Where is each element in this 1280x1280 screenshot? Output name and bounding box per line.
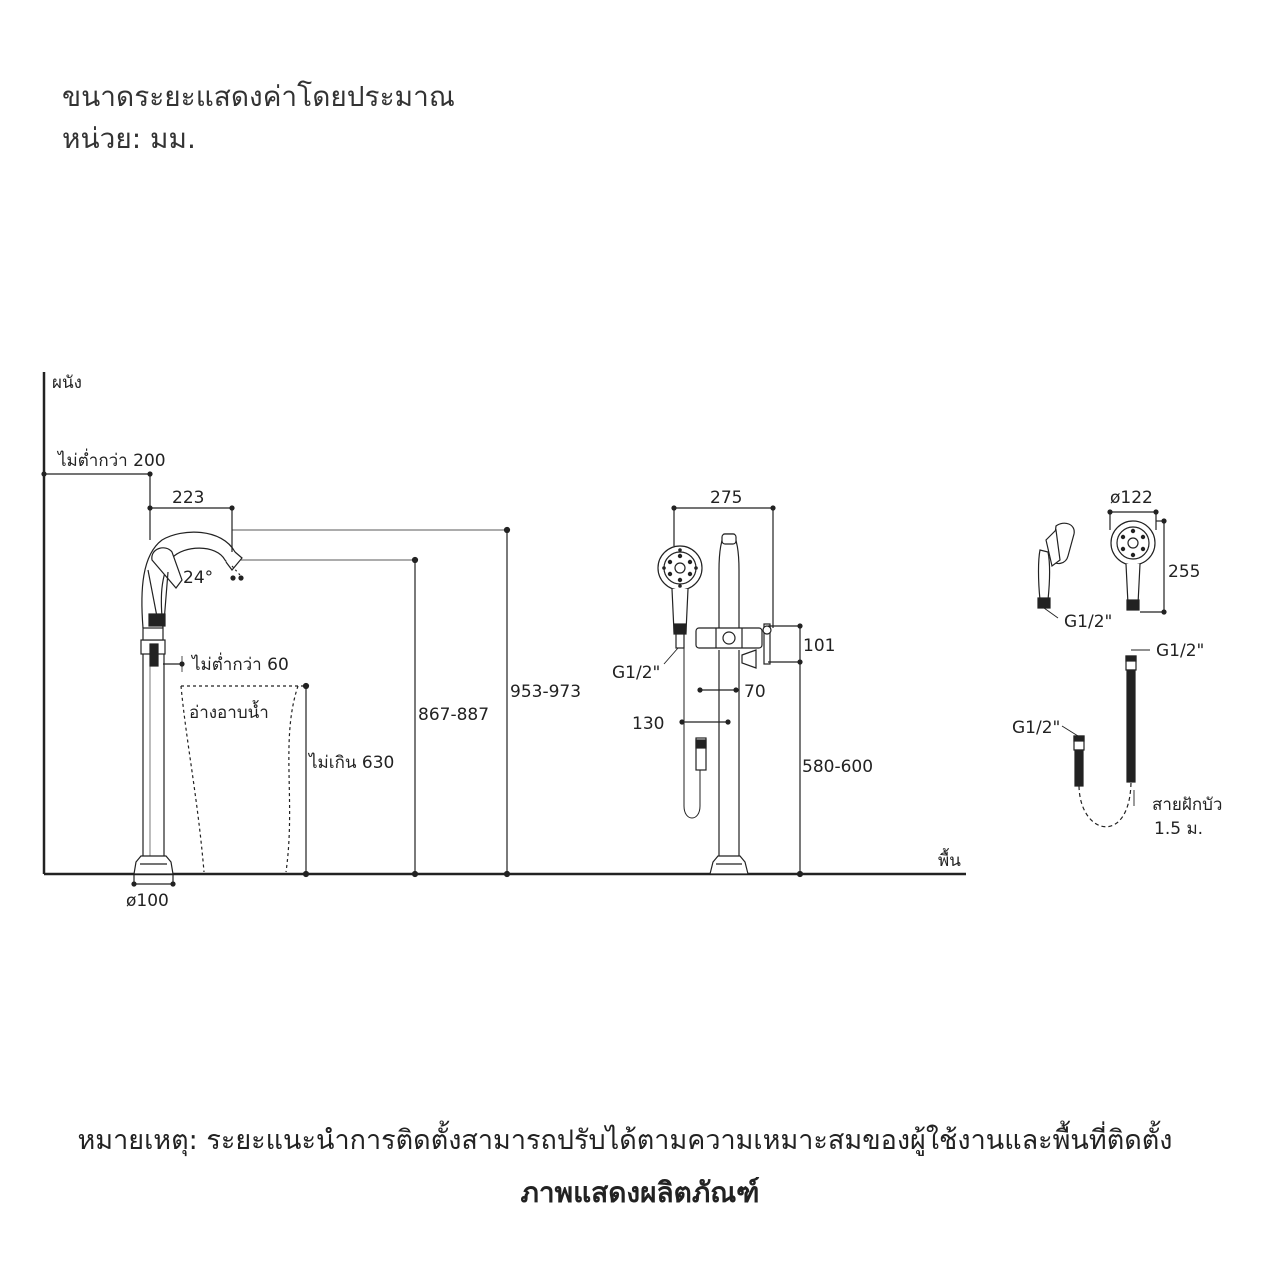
approx-dimensions-note: ขนาดระยะแสดงค่าโดยประมาณ: [62, 80, 455, 113]
dim-130: [679, 719, 731, 725]
total-height-label: 953-973: [510, 682, 581, 702]
shower-hose: [1061, 649, 1150, 828]
handshower-front-view: [1110, 520, 1156, 611]
valve-height-label: 580-600: [802, 757, 873, 777]
front-connection-label: G1/2": [612, 663, 660, 683]
dim-70-label: 70: [744, 682, 766, 702]
dim-head-length: [1140, 518, 1167, 615]
dim-total-height: [232, 526, 511, 878]
base-diameter-label: ø100: [126, 891, 169, 911]
handshower-side-view: [1037, 522, 1075, 619]
head-diameter-label: ø122: [1110, 488, 1153, 508]
header: ขนาดระยะแสดงค่าโดยประมาณ หน่วย: มม.: [62, 76, 455, 160]
leader-front-connection: [663, 647, 679, 665]
dim-reach: [147, 505, 235, 552]
dim-130-label: 130: [632, 714, 664, 734]
min-basin-clearance-label: ไม่ต่ำกว่า 60: [190, 652, 289, 675]
dim-wall-clearance: [41, 471, 153, 540]
handshower-connection-label: G1/2": [1064, 612, 1112, 632]
angle-label: 24°: [183, 568, 213, 588]
head-length-label: 255: [1168, 562, 1200, 582]
spout-height-label: 867-887: [418, 705, 489, 725]
dim-basin-height: [302, 682, 310, 878]
wall-label: ผนัง: [52, 373, 82, 393]
side-view-faucet: [133, 531, 243, 875]
front-width-label: 275: [710, 488, 742, 508]
dim-valve-height: [796, 662, 804, 878]
hose-label: สายฝักบัว: [1152, 795, 1222, 815]
hose-length-label: 1.5 ม.: [1154, 819, 1203, 839]
front-view-faucet: [657, 533, 772, 875]
hose-left-connection-label: G1/2": [1012, 718, 1060, 738]
unit-note: หน่วย: มม.: [62, 122, 196, 155]
reach-label: 223: [172, 488, 204, 508]
hose-top-connection-label: G1/2": [1156, 641, 1204, 661]
bathtub-outline: [180, 685, 306, 873]
dim-front-width: [671, 505, 776, 628]
product-image-caption: ภาพแสดงผลิตภัณฑ์: [520, 1176, 760, 1209]
footer: หมายเหตุ: ระยะแนะนำการติดตั้งสามารถปรับไ…: [0, 1118, 1280, 1215]
dim-101-label: 101: [803, 636, 835, 656]
installation-note: หมายเหตุ: ระยะแนะนำการติดตั้งสามารถปรับไ…: [77, 1125, 1173, 1156]
floor-label: พื้น: [938, 848, 961, 871]
dim-spout-height: [240, 556, 419, 878]
dim-base-diameter: [131, 874, 176, 887]
dim-70: [697, 687, 739, 693]
bathtub-label: อ่างอาบน้ำ: [189, 700, 269, 723]
dim-basin-clearance: [163, 656, 185, 672]
dim-head-diameter: [1107, 509, 1159, 530]
dim-valve-101: [768, 623, 803, 665]
min-wall-distance-label: ไม่ต่ำกว่า 200: [56, 448, 166, 471]
max-basin-height-label: ไม่เกิน 630: [307, 752, 394, 773]
angle-marks: [230, 565, 244, 581]
